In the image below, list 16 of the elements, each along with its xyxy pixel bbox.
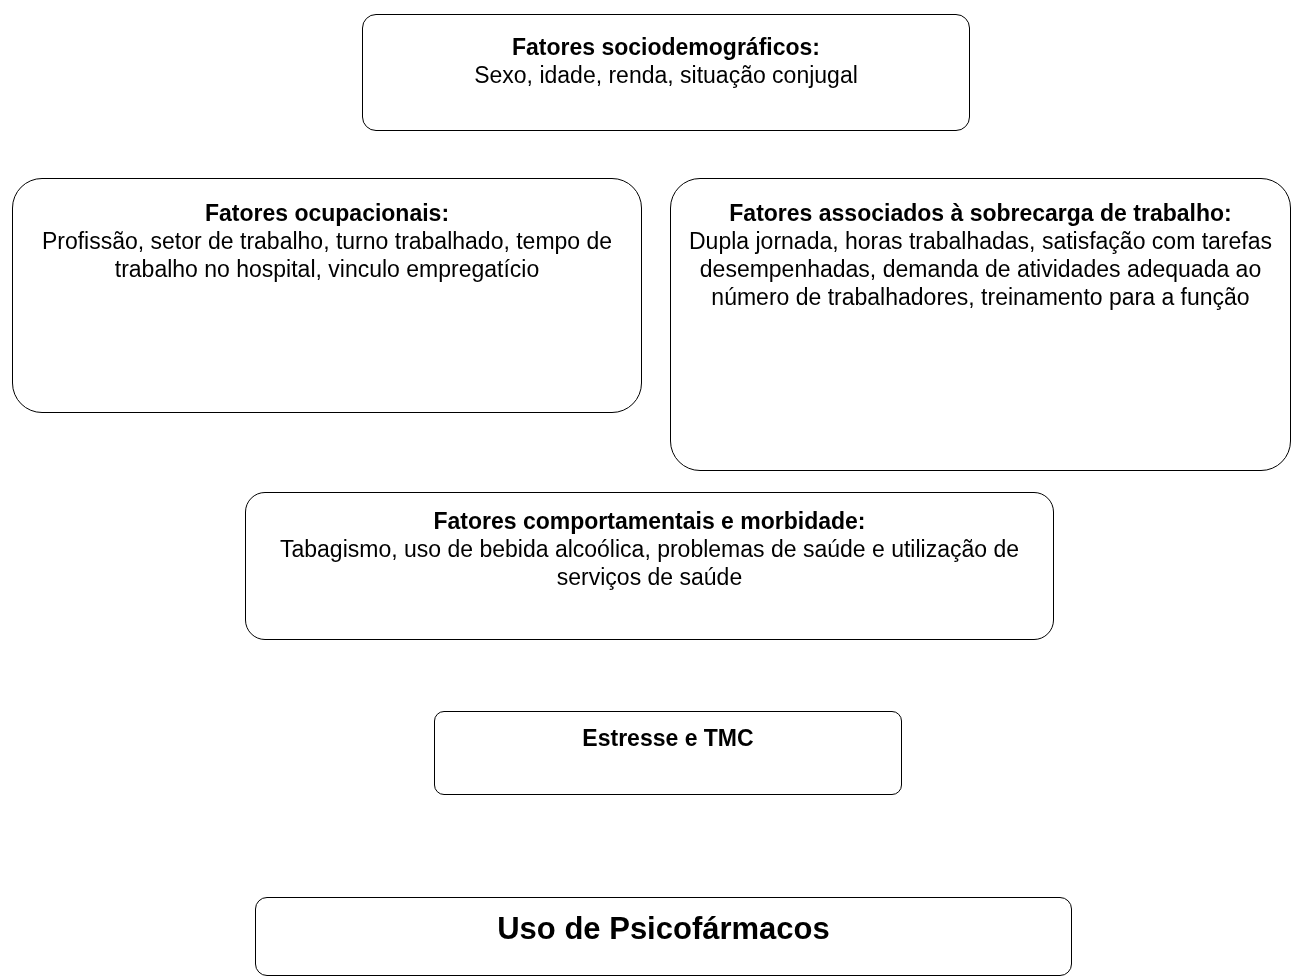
box-heading: Fatores associados à sobrecarga de trabalho: [728, 199, 1233, 227]
factor-box [362, 14, 970, 131]
box-heading: Fatores comportamentais e morbidade: [432, 507, 867, 535]
outcome-box [255, 897, 1072, 976]
box-text: Sexo, idade, renda, situação conjugal [473, 61, 859, 89]
box-heading: Uso de Psicofármacos [496, 910, 831, 947]
factor-box [245, 492, 1054, 640]
box-heading: Estresse e TMC [581, 724, 755, 752]
box-text: Profissão, setor de trabalho, turno trabalhado, tempo de trabalho no hospital, vinculo empregatício [40, 227, 614, 283]
outcome-box [434, 711, 902, 795]
box-text: Dupla jornada, horas trabalhadas, satisfação com tarefas desempenhadas, demanda de atividades adequada ao número de trabalhadores, treinamento para a função [688, 227, 1273, 311]
box-text: Tabagismo, uso de bebida alcoólica, problemas de saúde e utilização de serviços de saúde [278, 535, 1020, 591]
box-heading: Fatores ocupacionais: [203, 199, 451, 227]
factor-box [12, 178, 642, 413]
factor-box [670, 178, 1291, 471]
box-heading: Fatores sociodemográficos: [511, 33, 821, 61]
